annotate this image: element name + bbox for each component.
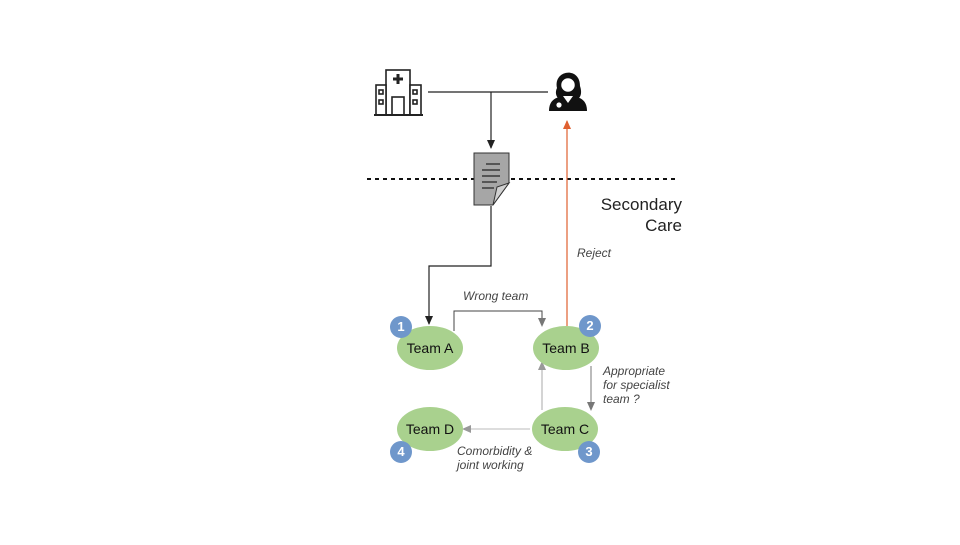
secondary-care-line-2: Care <box>645 216 682 235</box>
team-d-badge <box>390 441 412 463</box>
team-d-number: 4 <box>397 444 405 459</box>
team-a-label: Team A <box>406 340 454 356</box>
appropriate-line-1: Appropriate <box>603 364 666 378</box>
team-c-node <box>532 407 598 451</box>
comorbidity-label: Comorbidity & joint working <box>457 444 532 472</box>
team-a-number: 1 <box>397 319 405 334</box>
secondary-care-line-1: Secondary <box>600 195 682 214</box>
comorbidity-line-1: Comorbidity & <box>457 444 533 458</box>
wrong-team-arrow <box>453 310 546 331</box>
wrong-team-label: Wrong team <box>463 289 529 303</box>
secondary-care-label: Secondary Care <box>560 194 682 236</box>
team-b-badge <box>579 315 601 337</box>
team-a-node <box>397 326 463 370</box>
team-a-badge <box>390 316 412 338</box>
team-b-node <box>533 326 599 370</box>
comorbidity-line-2: joint working <box>457 458 524 472</box>
team-d-node <box>397 407 463 451</box>
team-c-badge <box>578 441 600 463</box>
reject-label: Reject <box>577 246 612 260</box>
document-to-team-a-arrow <box>425 206 492 325</box>
team-d-label: Team D <box>405 421 455 437</box>
team-b-number: 2 <box>586 318 594 333</box>
team-b-label: Team B <box>542 340 590 356</box>
doctor-icon <box>549 72 587 111</box>
referral-document-icon <box>473 152 511 206</box>
hospital-icon <box>374 69 423 116</box>
team-c-number: 3 <box>585 444 593 459</box>
appropriate-label: Appropriate for specialist team ? <box>603 364 670 406</box>
team-c-label: Team C <box>540 421 590 437</box>
appropriate-line-3: team ? <box>603 392 640 406</box>
appropriate-line-2: for specialist <box>603 378 670 392</box>
